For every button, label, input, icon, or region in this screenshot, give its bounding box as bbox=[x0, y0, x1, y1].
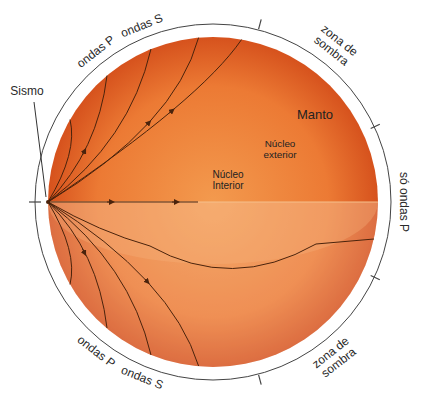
mantle-region-shape bbox=[48, 37, 378, 367]
label-holder: Sismo bbox=[10, 85, 43, 98]
zone-label: ondas P bbox=[75, 333, 118, 371]
zone-label: ondas S bbox=[119, 364, 165, 393]
text-holder: Manto bbox=[297, 108, 333, 122]
zone-tick bbox=[259, 375, 262, 385]
label-holder: ondas S bbox=[119, 11, 165, 40]
label-holder: zona de sombra bbox=[306, 20, 363, 73]
text-holder: Núcleo exterior bbox=[255, 139, 305, 161]
focus-point bbox=[46, 200, 50, 204]
label-holder: ondas P bbox=[75, 333, 118, 371]
wave-arrow bbox=[145, 279, 148, 282]
zone-tick bbox=[259, 19, 262, 29]
zone-arc bbox=[35, 24, 391, 380]
zone-label: ondas P bbox=[75, 34, 118, 72]
label-holder: só ondas P bbox=[396, 172, 409, 232]
wave-arrow bbox=[83, 249, 85, 253]
text-holder: Núcleo Interior bbox=[204, 169, 252, 191]
wave-arrow bbox=[107, 202, 112, 203]
inner-core-label: Núcleo Interior bbox=[204, 169, 252, 191]
mantle-region-outline bbox=[48, 37, 378, 367]
label-holder: ondas P bbox=[75, 34, 118, 72]
inner-core: Núcleo Interior bbox=[198, 150, 258, 210]
zone-label: zona de sombra bbox=[306, 20, 363, 73]
focus-label: Sismo bbox=[10, 85, 43, 98]
zone-tick bbox=[371, 276, 380, 280]
equator-cut bbox=[48, 201, 378, 202]
cut-plane bbox=[48, 202, 378, 264]
zone-ticks bbox=[29, 19, 380, 384]
zone-tick bbox=[371, 124, 380, 128]
zone-label: só ondas P bbox=[396, 172, 409, 232]
label-holder: zona de sombra bbox=[306, 332, 363, 385]
zone-label: zona de sombra bbox=[306, 332, 363, 385]
wave-ray bbox=[48, 202, 151, 355]
outer-core: Núcleo InteriorNúcleo exterior bbox=[147, 97, 317, 267]
refracted-wave bbox=[48, 202, 374, 269]
wave-ray bbox=[48, 202, 107, 328]
zone-label: ondas S bbox=[119, 11, 165, 40]
zone-tick bbox=[29, 201, 41, 202]
wave-ray bbox=[48, 202, 198, 203]
leader-line bbox=[34, 102, 46, 197]
mantle-region: Núcleo InteriorNúcleo exteriorManto bbox=[48, 37, 378, 367]
wave-ray bbox=[48, 202, 199, 366]
outer-core-label: Núcleo exterior bbox=[255, 139, 305, 161]
wave-arrow bbox=[172, 202, 177, 203]
label-holder: ondas S bbox=[119, 364, 165, 393]
cut-plane-shade bbox=[48, 202, 378, 367]
mantle-region-label: Manto bbox=[297, 108, 333, 122]
